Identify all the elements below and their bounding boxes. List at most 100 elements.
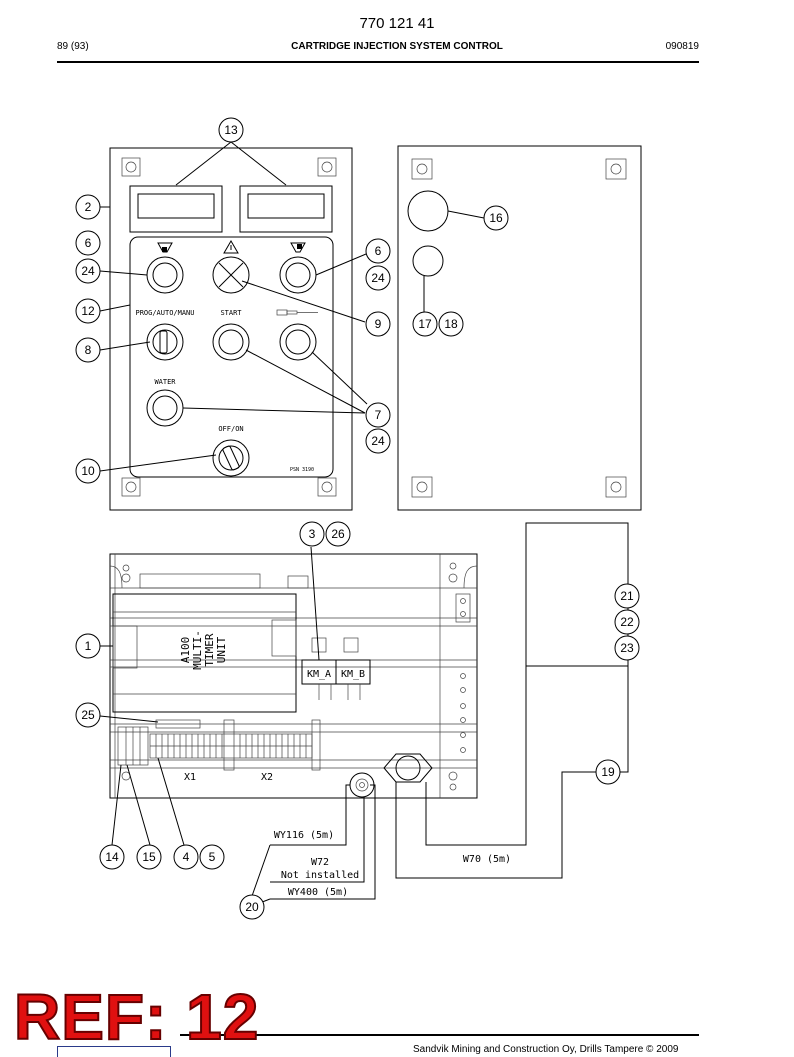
callout-12: 12 [75, 298, 101, 324]
terminal-x1-label: X1 [184, 772, 196, 783]
callout-24-lower: 24 [365, 428, 391, 454]
svg-text:17: 17 [418, 317, 432, 331]
page-number: 89 (93) [57, 41, 89, 52]
svg-text:22: 22 [620, 615, 634, 629]
indicator-lamp-left [146, 256, 184, 294]
cable-wy400-label: WY400 (5m) [288, 887, 348, 898]
callout-6: 6 [75, 230, 101, 256]
svg-text:15: 15 [142, 850, 156, 864]
callout-18: 18 [438, 311, 464, 337]
cable-w70-label: W70 (5m) [463, 854, 511, 865]
callout-1: 1 [75, 633, 101, 659]
panel-screw [317, 477, 337, 497]
unit-label-line-3: TIMER [203, 633, 216, 666]
callout-3: 3 [299, 521, 325, 547]
svg-text:9: 9 [375, 317, 382, 331]
callout-16: 16 [483, 205, 509, 231]
document-title: CARTRIDGE INJECTION SYSTEM CONTROL [291, 41, 503, 52]
km-b-label: KM_B [341, 669, 365, 680]
header-rule [57, 61, 699, 63]
unit-label-line-2: MULTI- [191, 630, 204, 670]
document-number: 770 121 41 [359, 15, 435, 32]
document-date: 090819 [665, 41, 699, 52]
callout-14: 14 [99, 844, 125, 870]
footer-copyright: Sandvik Mining and Construction Oy, Dril… [413, 1044, 679, 1055]
symbol-icon [157, 242, 173, 253]
cartridge-button [279, 323, 317, 361]
callout-17: 17 [412, 311, 438, 337]
symbol-icon [290, 242, 306, 253]
relay-km-b: KM_B [335, 637, 371, 700]
callout-22: 22 [614, 609, 640, 635]
company-logo [57, 1046, 171, 1057]
callout-25: 25 [75, 702, 101, 728]
callout-8: 8 [75, 337, 101, 363]
ref-stamp: REF: 12 [13, 981, 260, 1053]
start-label: START [220, 309, 242, 317]
svg-text:24: 24 [371, 434, 385, 448]
svg-text:20: 20 [245, 900, 259, 914]
callout-6-right: 6 [365, 238, 391, 264]
callouts: 13 2 6 24 12 8 10 6 24 9 7 24 16 17 18 3… [75, 117, 640, 920]
svg-text:5: 5 [209, 850, 216, 864]
callout-5: 5 [199, 844, 225, 870]
small-cable-entry [412, 245, 444, 277]
leader-lines [99, 141, 628, 907]
off-on-label: OFF/ON [218, 425, 243, 433]
svg-text:25: 25 [81, 708, 95, 722]
svg-text:7: 7 [375, 408, 382, 422]
svg-text:24: 24 [371, 271, 385, 285]
main-switch [212, 439, 250, 477]
warning-lamp [212, 256, 250, 294]
callout-24-right: 24 [365, 265, 391, 291]
svg-text:21: 21 [620, 589, 634, 603]
cables: WY116 (5m) W72 Not installed WY400 (5m) … [270, 666, 629, 900]
svg-text:2: 2 [85, 200, 92, 214]
terminal-x2-label: X2 [261, 772, 273, 783]
panel-screw [605, 158, 627, 180]
relay-km-a: KM_A [301, 637, 337, 700]
callout-13: 13 [218, 117, 244, 143]
multi-timer-unit: A100 MULTI- TIMER UNIT [112, 593, 297, 713]
callout-2: 2 [75, 194, 101, 220]
control-panel-back [397, 145, 642, 511]
callout-7: 7 [365, 402, 391, 428]
remote-box [525, 522, 629, 667]
large-cable-entry [407, 190, 449, 232]
svg-text:8: 8 [85, 343, 92, 357]
prog-auto-manu-label: PROG/AUTO/MANU [135, 309, 194, 317]
callout-10: 10 [75, 458, 101, 484]
callout-24: 24 [75, 258, 101, 284]
callout-4: 4 [173, 844, 199, 870]
callout-26: 26 [325, 521, 351, 547]
svg-text:26: 26 [331, 527, 345, 541]
svg-text:24: 24 [81, 264, 95, 278]
svg-text:12: 12 [81, 304, 95, 318]
panel-screw [605, 476, 627, 498]
km-a-label: KM_A [307, 669, 331, 680]
control-panel-front: PROG/AUTO/MANU START WATER OFF/ON PSN 31… [109, 147, 353, 511]
svg-text:19: 19 [601, 765, 615, 779]
callout-15: 15 [136, 844, 162, 870]
mode-selector-switch [146, 323, 184, 361]
large-cable-gland [383, 753, 433, 783]
svg-text:16: 16 [489, 211, 503, 225]
cable-w72-note: Not installed [281, 870, 359, 881]
water-label: WATER [154, 378, 176, 386]
terminal-strip [117, 719, 321, 771]
cable-w72-label: W72 [311, 857, 329, 868]
cartridge-icon [276, 309, 318, 316]
water-button [146, 389, 184, 427]
start-button [212, 323, 250, 361]
callout-19: 19 [595, 759, 621, 785]
cable-wy116-label: WY116 (5m) [274, 830, 334, 841]
panel-screw [411, 476, 433, 498]
svg-text:4: 4 [183, 850, 190, 864]
svg-text:18: 18 [444, 317, 458, 331]
warning-triangle-icon [223, 240, 239, 254]
svg-text:3: 3 [309, 527, 316, 541]
svg-text:10: 10 [81, 464, 95, 478]
callout-23: 23 [614, 635, 640, 661]
footer-rule [180, 1034, 699, 1036]
